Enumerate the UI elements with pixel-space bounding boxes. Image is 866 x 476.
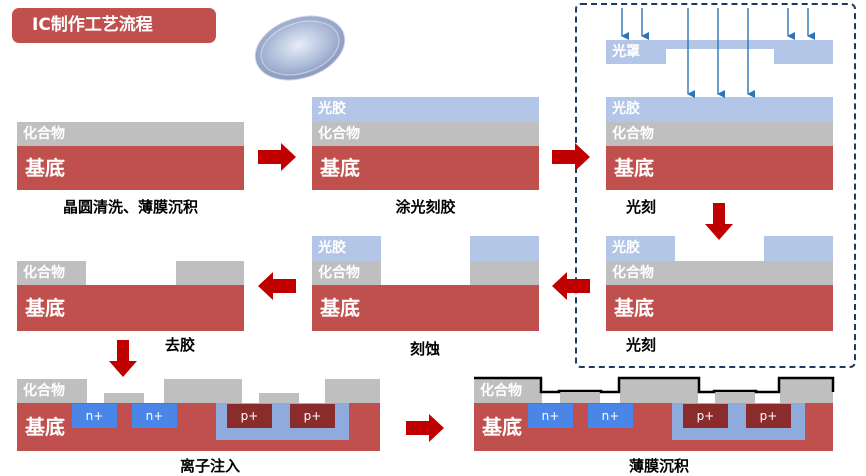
compound-seg-4 bbox=[259, 393, 299, 403]
compound-layer: 化合物 bbox=[312, 122, 539, 146]
p-plus-region: p+ bbox=[746, 404, 791, 428]
arrow-down-1 bbox=[705, 203, 733, 240]
substrate-layer: 基底 bbox=[312, 146, 539, 190]
n-plus-region: n+ bbox=[528, 404, 573, 428]
photoresist-layer: 光胶 bbox=[312, 97, 539, 122]
substrate-layer: 基底 bbox=[606, 146, 833, 190]
mask-right bbox=[774, 40, 833, 64]
arrow-right-3 bbox=[406, 414, 444, 442]
compound-seg-3 bbox=[164, 379, 242, 403]
substrate-layer: 基底 bbox=[606, 285, 833, 331]
photoresist-left: 光胶 bbox=[606, 236, 675, 261]
compound-seg-4 bbox=[715, 393, 755, 403]
step-2-caption: 涂光刻胶 bbox=[395, 198, 456, 216]
compound-left: 化合物 bbox=[17, 261, 86, 285]
step-4-caption: 光刻 bbox=[625, 336, 656, 354]
p-plus-region: p+ bbox=[227, 404, 272, 428]
mask-bridge bbox=[666, 40, 774, 49]
compound-layer: 化合物 bbox=[606, 261, 833, 285]
photoresist-right bbox=[470, 236, 539, 261]
arrow-right-2 bbox=[552, 143, 590, 171]
compound-layer: 化合物 bbox=[606, 122, 833, 146]
compound-seg-1: 化合物 bbox=[17, 379, 87, 403]
step-1-caption: 晶圆清洗、薄膜沉积 bbox=[62, 198, 198, 216]
compound-seg-5 bbox=[325, 379, 380, 403]
arrow-left-1 bbox=[552, 272, 590, 300]
step-7-caption: 离子注入 bbox=[179, 457, 240, 475]
step-6-caption: 去胶 bbox=[164, 336, 195, 354]
substrate-layer: 基底 bbox=[17, 146, 244, 190]
compound-seg-2 bbox=[104, 393, 144, 403]
photoresist-layer: 光胶 bbox=[606, 97, 833, 122]
p-plus-region: p+ bbox=[683, 404, 728, 428]
step-5-caption: 刻蚀 bbox=[409, 340, 440, 358]
mask-left: 光罩 bbox=[606, 40, 666, 64]
arrow-left-2 bbox=[258, 272, 296, 300]
n-plus-region: n+ bbox=[132, 404, 177, 428]
photoresist-right bbox=[764, 236, 833, 261]
substrate-layer: 基底 bbox=[312, 285, 539, 331]
thin-film bbox=[474, 376, 835, 394]
lithography-box bbox=[575, 3, 856, 368]
p-plus-region: p+ bbox=[290, 404, 335, 428]
compound-seg-3 bbox=[620, 379, 698, 403]
page-title: IC制作工艺流程 bbox=[12, 8, 216, 43]
step-8-caption: 薄膜沉积 bbox=[628, 457, 689, 475]
compound-layer: 化合物 bbox=[17, 122, 244, 146]
compound-right bbox=[470, 261, 539, 285]
step-3-caption: 光刻 bbox=[625, 198, 656, 216]
light-rays bbox=[621, 8, 815, 98]
substrate-layer: 基底 bbox=[17, 285, 244, 331]
compound-seg-2 bbox=[560, 393, 600, 403]
n-plus-region: n+ bbox=[588, 404, 633, 428]
n-plus-region: n+ bbox=[72, 404, 117, 428]
arrow-down-2 bbox=[109, 340, 137, 377]
compound-seg-1: 化合物 bbox=[474, 379, 542, 403]
compound-seg-5 bbox=[780, 379, 833, 403]
compound-left: 化合物 bbox=[312, 261, 381, 285]
arrow-right-1 bbox=[258, 143, 296, 171]
photoresist-left: 光胶 bbox=[312, 236, 381, 261]
compound-right bbox=[176, 261, 244, 285]
